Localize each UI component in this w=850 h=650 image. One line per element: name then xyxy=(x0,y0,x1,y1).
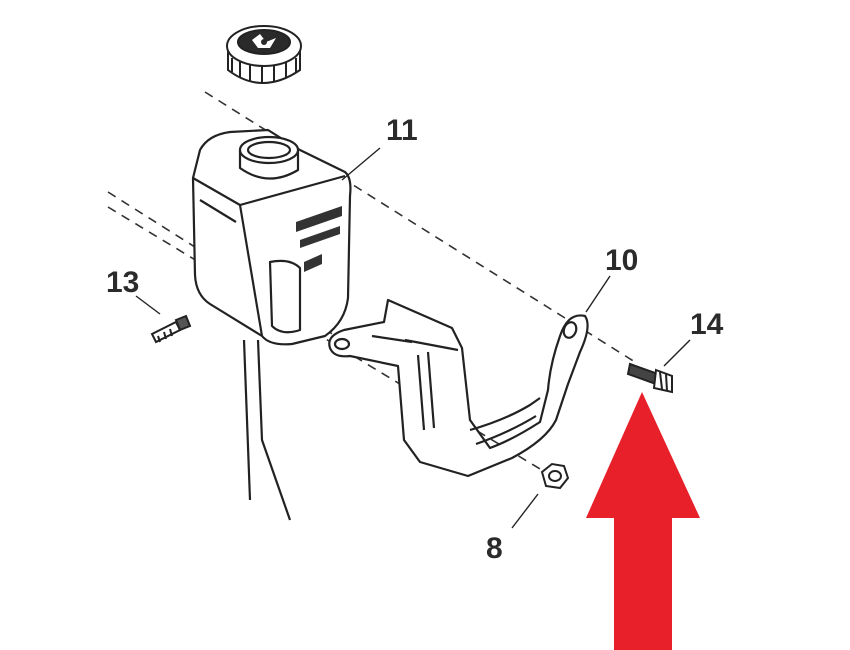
nut xyxy=(540,462,570,490)
callout-10: 10 xyxy=(605,244,638,277)
mounting-bracket xyxy=(328,298,589,478)
leader-8 xyxy=(511,493,539,529)
leader-11 xyxy=(341,147,381,181)
leader-lines xyxy=(135,147,691,529)
bolt-axis-line-lower xyxy=(107,206,546,473)
hose-fitting xyxy=(150,314,192,344)
reservoir-tank xyxy=(191,128,352,346)
callout-14: 14 xyxy=(690,308,724,341)
leader-14 xyxy=(663,339,691,367)
sensor-wires xyxy=(242,339,292,521)
leader-13 xyxy=(135,295,161,315)
highlight-arrow xyxy=(586,392,700,650)
callout-11: 11 xyxy=(386,114,418,147)
bolt xyxy=(626,362,673,394)
tank-cap xyxy=(226,25,302,84)
callout-8: 8 xyxy=(486,532,503,565)
callouts: 11 10 13 14 8 xyxy=(106,114,724,565)
leader-10 xyxy=(585,275,611,313)
callout-13: 13 xyxy=(106,266,139,299)
